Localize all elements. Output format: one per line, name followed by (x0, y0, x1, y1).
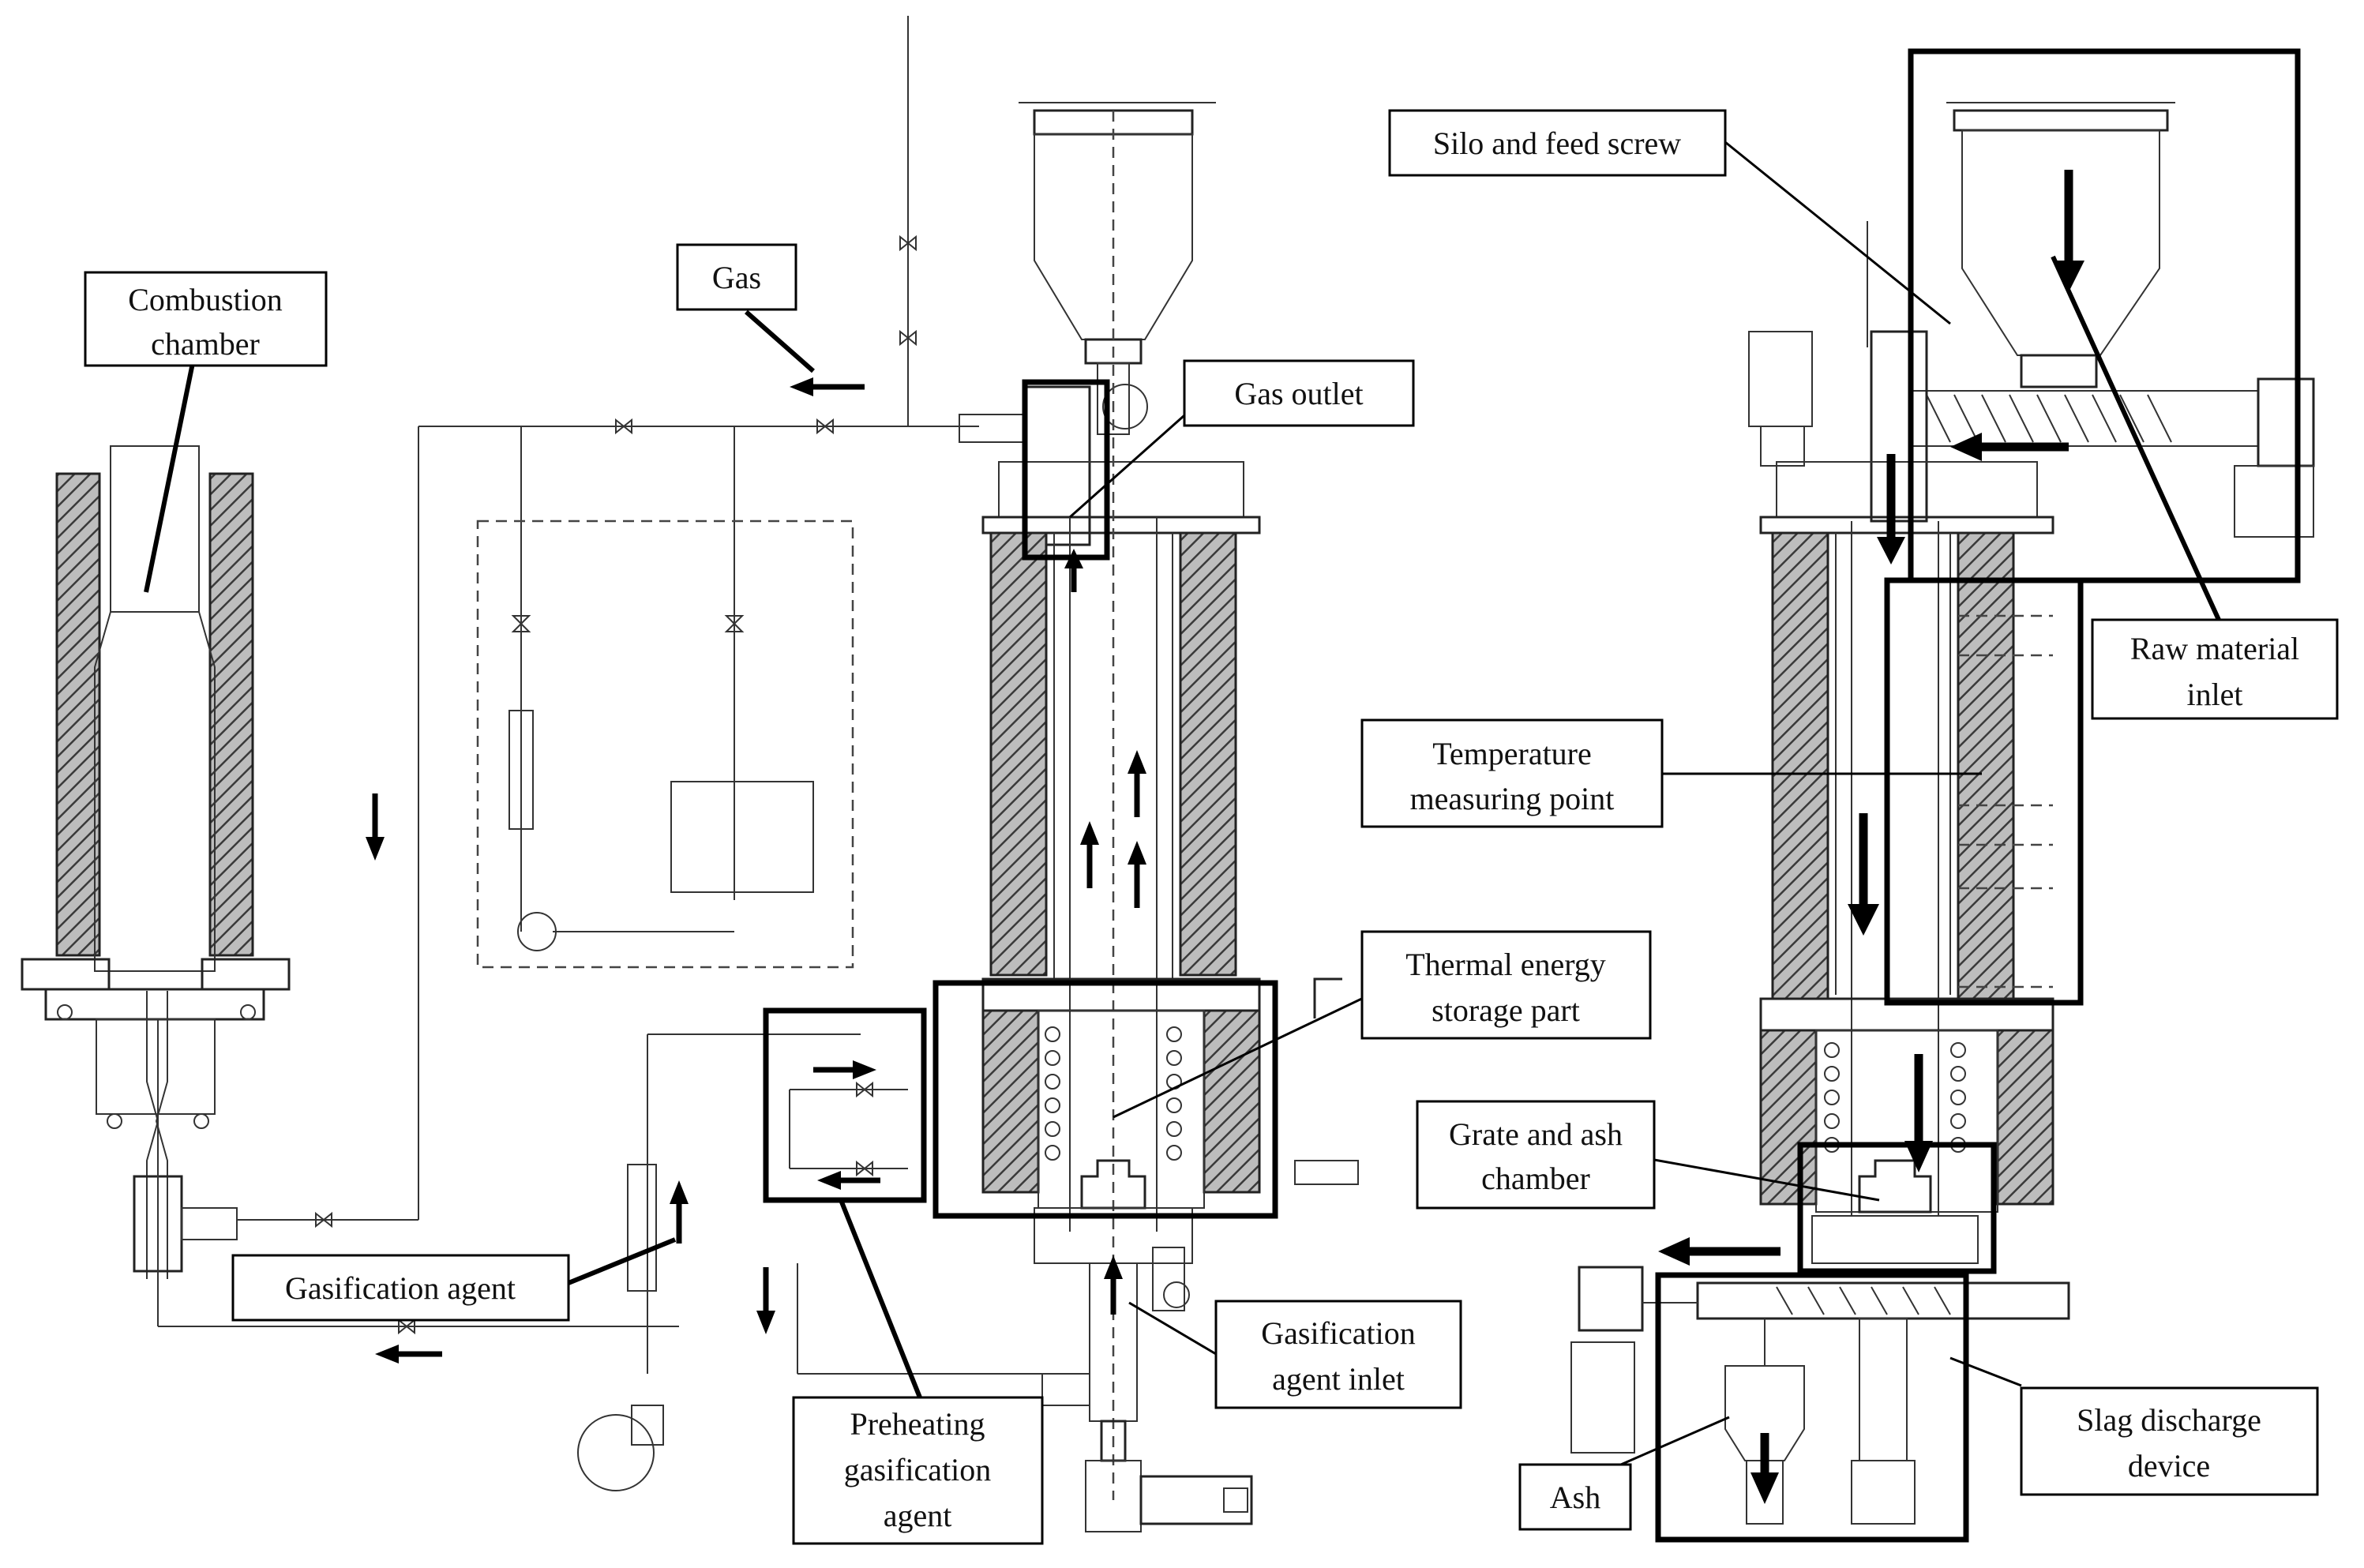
label-text: Ash (1550, 1480, 1600, 1515)
label-preheating-gasification-agent: Preheating gasification agent (792, 1396, 1044, 1545)
valve-marks (315, 234, 917, 1335)
label-text-line: Slag discharge (2077, 1402, 2261, 1438)
label-text-line: Gasification (1261, 1315, 1416, 1351)
label-text-line: agent (884, 1498, 952, 1533)
label-text: Gas (712, 260, 761, 295)
label-text-line: Raw material (2130, 631, 2299, 666)
label-text-line: storage part (1432, 992, 1580, 1028)
label-text-line: device (2128, 1448, 2210, 1484)
label-text: Gas outlet (1234, 376, 1363, 411)
label-text: Gasification agent (285, 1270, 516, 1306)
middle-gasifier-drawing (959, 102, 1359, 1532)
label-thermal-energy-storage: Thermal energy storage part (1360, 930, 1652, 1040)
label-temperature-point: Temperature measuring point (1360, 718, 1664, 828)
heat-storage-balls-left (1045, 1026, 1060, 1161)
highlight-frames (763, 48, 2301, 1543)
label-text-line: Combustion (128, 282, 283, 317)
ash-chamber-balls-right (1950, 1042, 1966, 1153)
label-gasification-agent: Gasification agent (231, 1254, 570, 1322)
flow-arrows (366, 170, 2084, 1504)
label-gas-outlet: Gas outlet (1183, 359, 1415, 427)
label-text-line: gasification (844, 1452, 992, 1487)
label-gasification-agent-inlet: Gasification agent inlet (1214, 1300, 1462, 1409)
label-silo-feed-screw: Silo and feed screw (1388, 109, 1727, 177)
heat-storage-balls-right (1166, 1026, 1182, 1161)
label-text-line: Grate and ash (1449, 1116, 1623, 1152)
label-text-line: Preheating (850, 1406, 985, 1442)
label-text-line: Thermal energy (1405, 947, 1606, 982)
label-ash: Ash (1518, 1463, 1632, 1531)
label-grate-ash-chamber: Grate and ash chamber (1416, 1100, 1656, 1210)
label-text: Silo and feed screw (1433, 126, 1681, 161)
label-gas: Gas (676, 243, 797, 311)
label-text-line: chamber (1481, 1161, 1590, 1196)
label-text-line: measuring point (1410, 781, 1615, 816)
label-raw-material-inlet: Raw material inlet (2091, 618, 2339, 720)
label-text-line: chamber (151, 326, 260, 362)
label-slag-discharge-device: Slag discharge device (2020, 1386, 2319, 1496)
label-text-line: agent inlet (1272, 1361, 1405, 1397)
combustion-chamber-drawing (21, 445, 679, 1327)
piping-network (237, 16, 1042, 1491)
label-text-line: inlet (2186, 677, 2242, 712)
shelf-marks (1958, 614, 2053, 988)
label-combustion-chamber: Combustion chamber (84, 271, 328, 367)
right-gasifier-drawing (1570, 102, 2315, 1525)
label-text-line: Temperature (1432, 736, 1592, 771)
mount-bolt-marks (57, 1004, 256, 1129)
ash-chamber-balls-left (1824, 1042, 1840, 1153)
